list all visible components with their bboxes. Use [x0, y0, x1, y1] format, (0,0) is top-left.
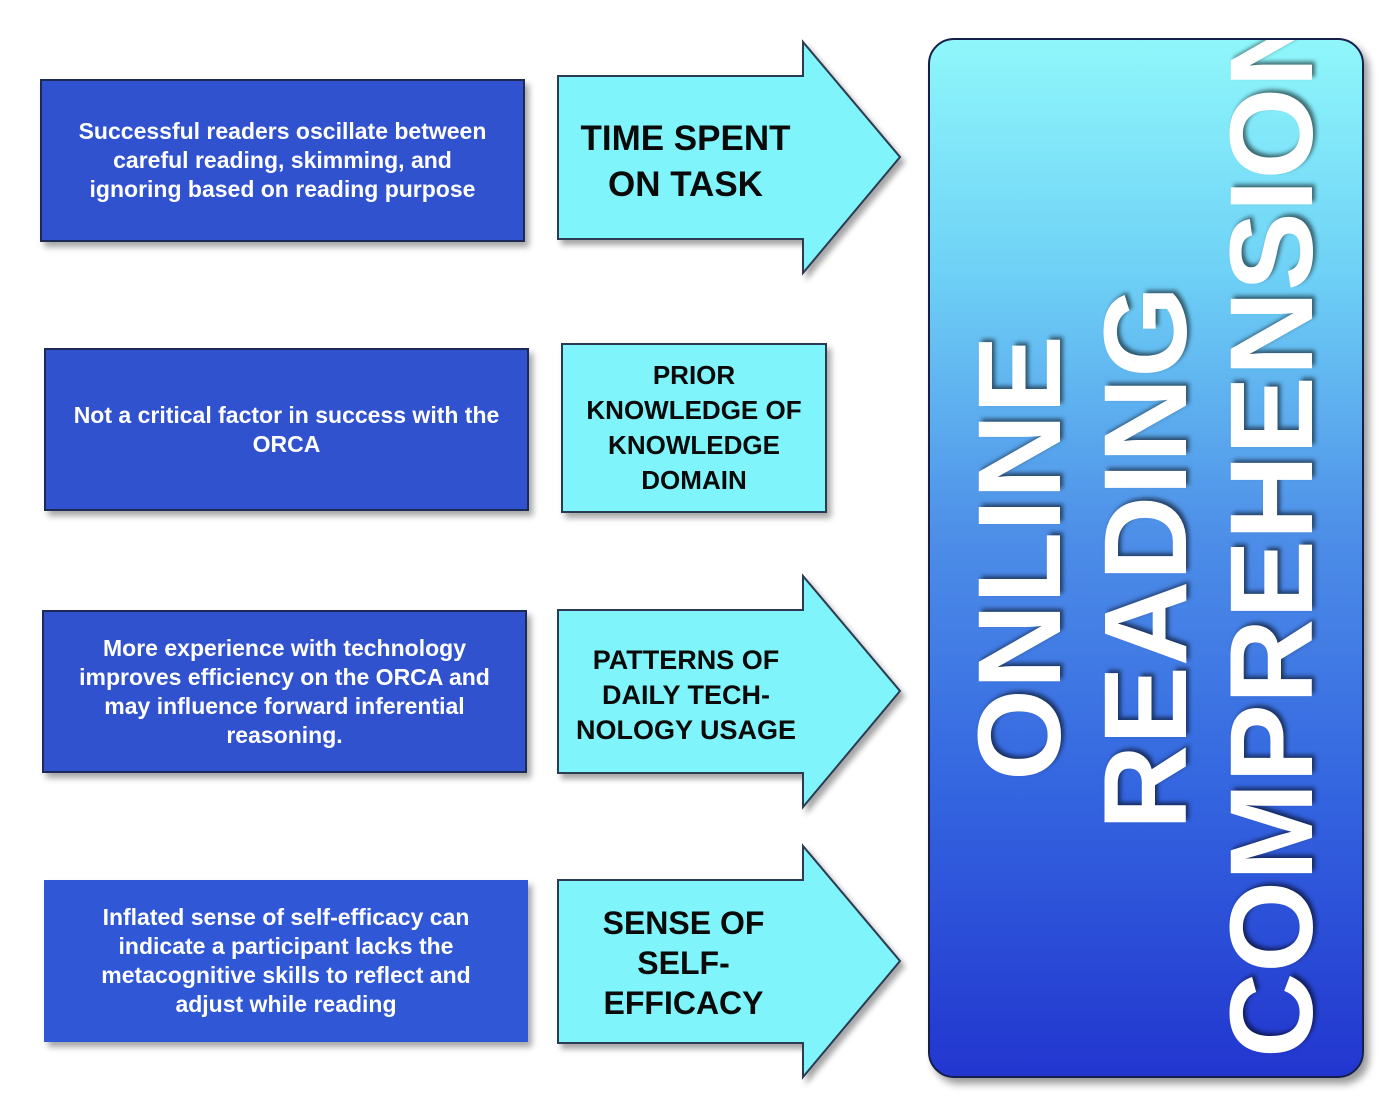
description-line: metacognitive skills to reflect and — [101, 962, 471, 988]
description-box-prior-knowledge: Not a critical factor in success with th… — [44, 348, 529, 511]
factor-label-self-efficacy: SENSE OF SELF- EFFICACY — [602, 904, 765, 1021]
description-box-time-on-task: Successful readers oscillate between car… — [40, 79, 525, 242]
description-line: adjust while reading — [175, 991, 397, 1017]
description-box-self-efficacy: Inflated sense of self-efficacy can indi… — [44, 880, 528, 1042]
outcome-line-2: COMPREHENSION — [1206, 38, 1338, 1058]
description-line: careful reading, skimming, and — [113, 147, 452, 173]
description-line: ignoring based on reading purpose — [89, 176, 476, 202]
description-line: reasoning. — [226, 721, 343, 748]
factor-label-technology-usage: PATTERNS OF DAILY TECH- NOLOGY USAGE — [575, 644, 797, 745]
arrow-shape — [557, 39, 902, 276]
description-box-technology-usage: More experience with technology improves… — [42, 610, 527, 773]
outcome-line-1: ONLINE READING — [954, 285, 1212, 831]
description-line: may influence forward inferential — [104, 692, 465, 719]
factor-arrow-technology-usage — [557, 573, 902, 810]
description-line: Successful readers oscillate between — [78, 118, 487, 144]
factor-arrow-time-on-task — [557, 39, 902, 276]
arrow-shape — [557, 573, 902, 810]
arrow-shape — [557, 843, 902, 1080]
description-line: More experience with technology — [103, 634, 466, 661]
factor-box-prior-knowledge: PRIOR KNOWLEDGE OF KNOWLEDGE DOMAIN — [561, 343, 827, 513]
description-line: indicate a participant lacks the — [118, 933, 454, 959]
factor-label-prior-knowledge: PRIOR KNOWLEDGE OF KNOWLEDGE DOMAIN — [586, 360, 802, 495]
description-line: Not a critical factor in success with th… — [73, 401, 500, 428]
factor-label-time-on-task: TIME SPENT ON TASK — [580, 119, 791, 204]
description-line: ORCA — [252, 430, 321, 457]
description-line: Inflated sense of self-efficacy can — [102, 904, 470, 930]
description-line: improves efficiency on the ORCA and — [79, 663, 490, 690]
outcome-title: ONLINE READING COMPREHENSION — [954, 38, 1338, 1058]
factor-arrow-self-efficacy — [557, 843, 902, 1080]
outcome-box-online-reading-comprehension: ONLINE READING COMPREHENSION — [928, 38, 1364, 1078]
